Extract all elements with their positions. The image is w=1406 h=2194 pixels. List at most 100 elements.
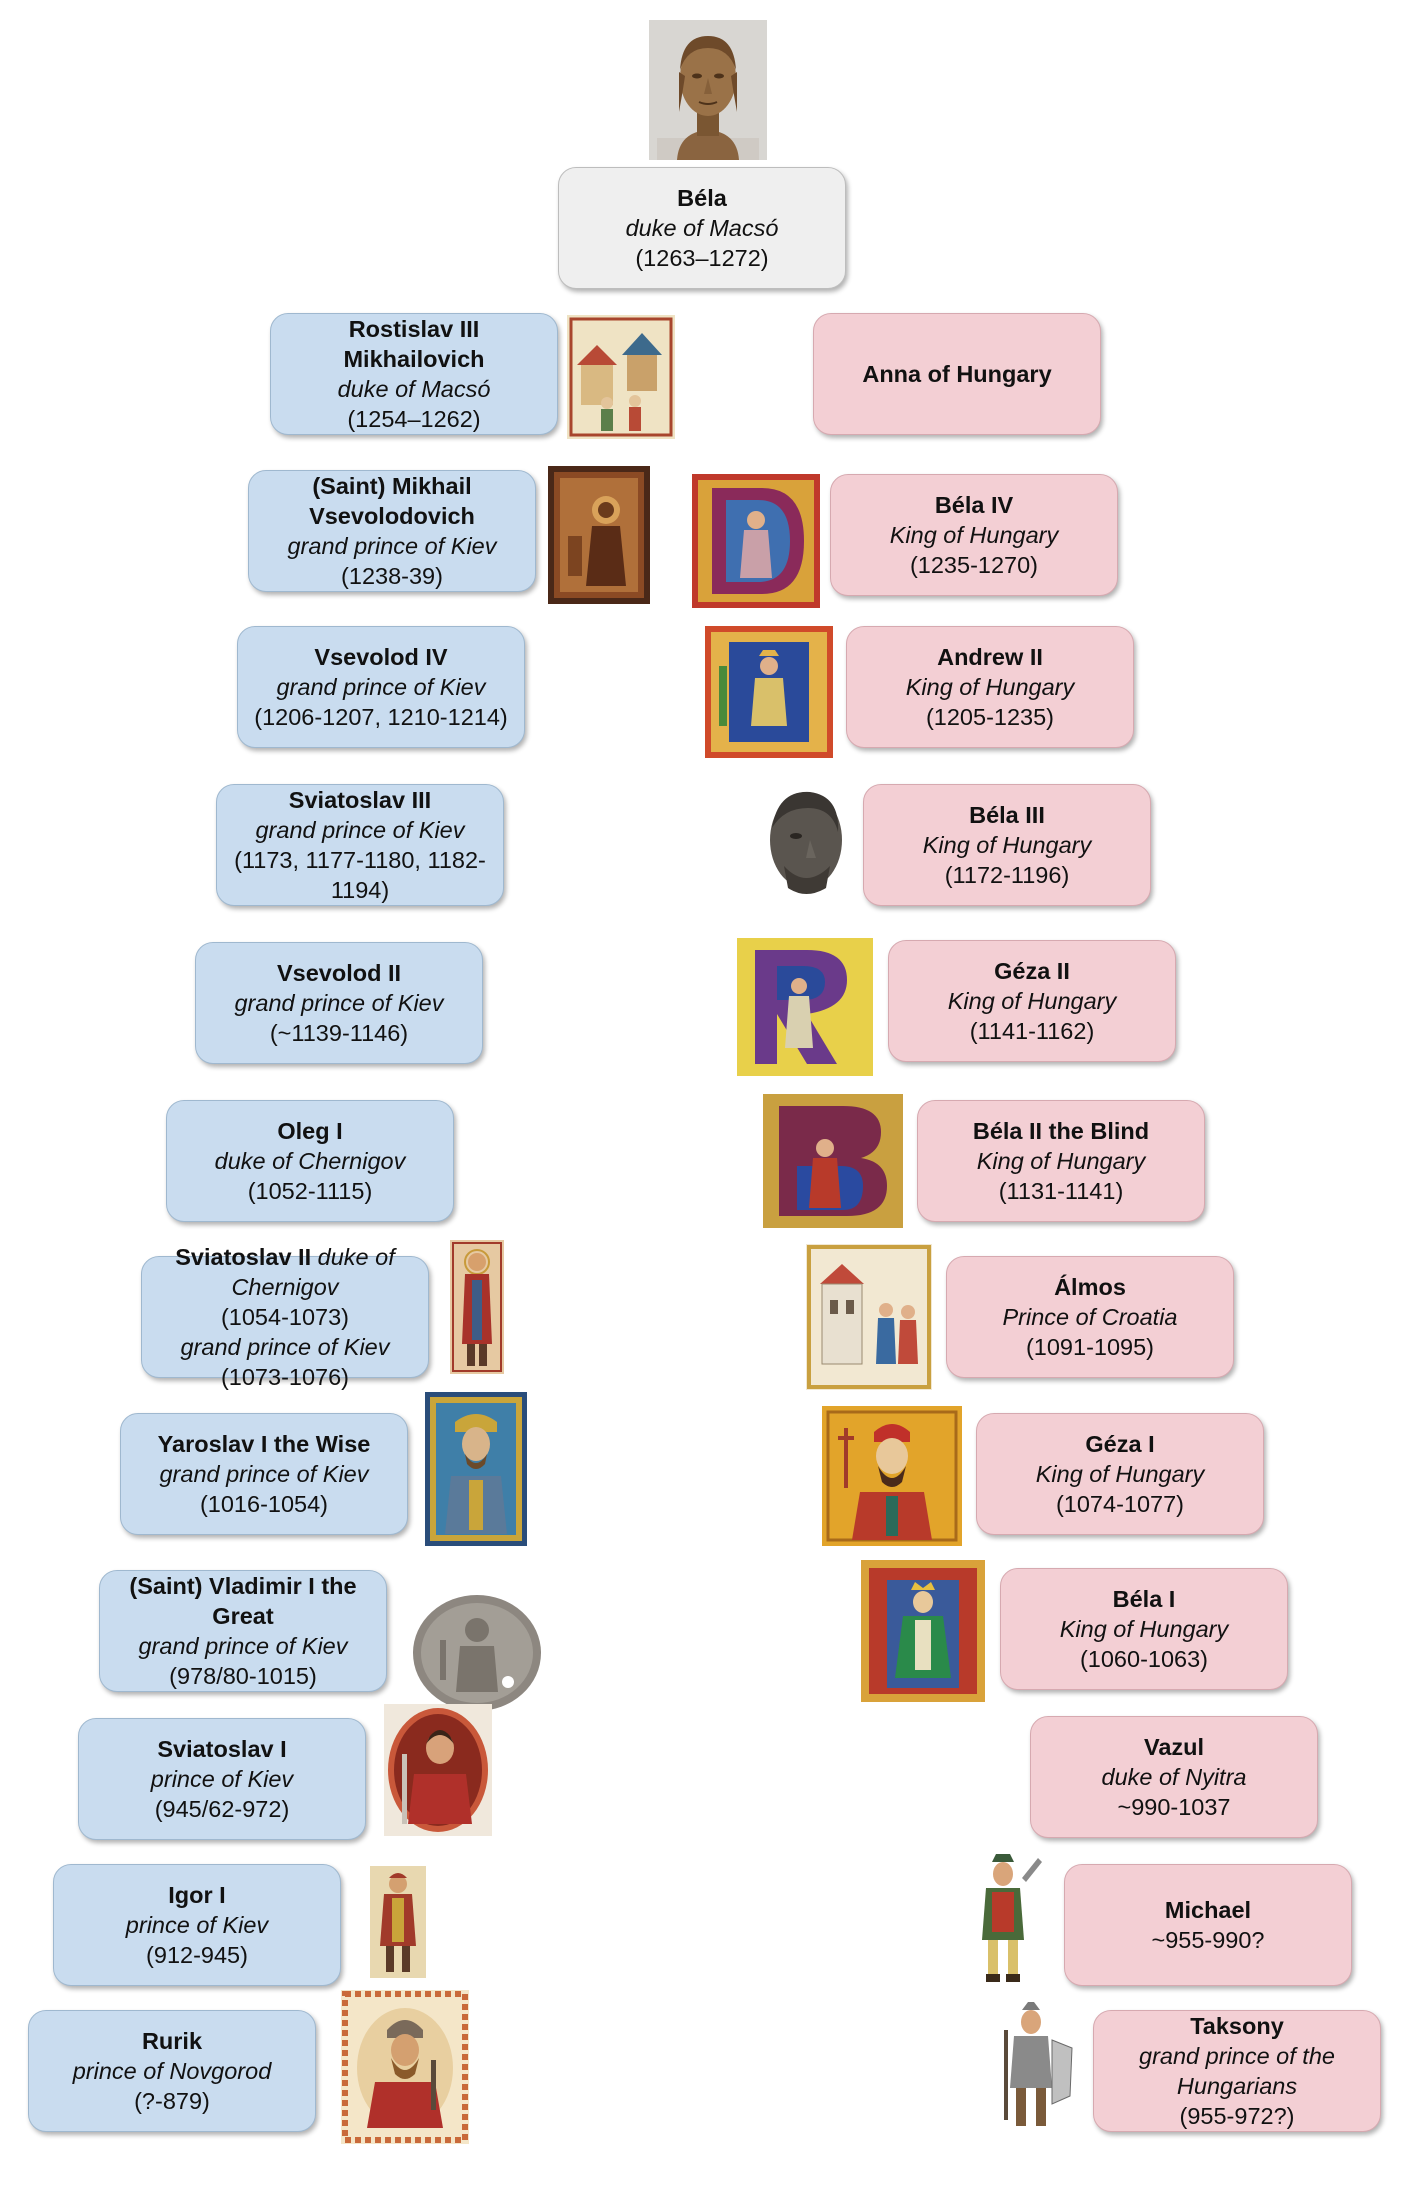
left-box-oleg-i: Oleg I duke of Chernigov (1052-1115): [166, 1100, 454, 1222]
left-box-sviatoslav-iii: Sviatoslav III grand prince of Kiev (117…: [216, 784, 504, 906]
person-name: Sviatoslav III: [288, 786, 432, 813]
right-box-anna-of-hungary: Anna of Hungary: [813, 313, 1101, 435]
left-box-sviatoslav-ii: Sviatoslav II duke of Chernigov (1054-10…: [141, 1244, 429, 1390]
person-name: Béla IV: [934, 491, 1014, 518]
right-box-almos: Álmos Prince of Croatia (1091-1095): [946, 1256, 1234, 1378]
person-dates: (1205-1235): [925, 704, 1055, 731]
enthroned-king-icon: [861, 1560, 985, 1702]
bela-i-enthroned-image: [861, 1560, 985, 1702]
right-box-andrew-ii: Andrew II King of Hungary (1205-1235): [846, 626, 1134, 748]
person-name-line: Sviatoslav II duke of Chernigov: [152, 1242, 418, 1302]
person-dates: (955-972?): [1179, 2103, 1295, 2130]
person-name: Géza I: [1085, 1430, 1155, 1457]
yaroslav-mosaic-image: [425, 1392, 527, 1546]
right-box-bela-i: Béla I King of Hungary (1060-1063): [1000, 1568, 1288, 1690]
person-name: Álmos: [1054, 1273, 1126, 1300]
person-title: grand prince of Kiev: [138, 1633, 348, 1659]
person-name: Béla II the Blind: [972, 1117, 1150, 1144]
silver-coin-icon: [408, 1590, 546, 1716]
bela-ii-initial-image: [763, 1094, 903, 1228]
person-title: King of Hungary: [922, 831, 1092, 858]
left-box-mikhail-vsevolodovich: (Saint) Mikhail Vsevolodovich grand prin…: [248, 470, 536, 592]
almos-miniature-image: [806, 1244, 932, 1390]
michael-warrior-image: [962, 1848, 1044, 1986]
person-dates: (~1139-1146): [269, 1020, 409, 1047]
person-dates: (1254–1262): [347, 406, 481, 433]
andrew-ii-initial-image: [705, 626, 833, 758]
person-title: prince of Kiev: [150, 1765, 294, 1792]
right-box-bela-iii: Béla III King of Hungary (1172-1196): [863, 784, 1151, 906]
person-name: Michael: [1164, 1896, 1252, 1923]
portrait-painting-icon: [384, 1704, 492, 1836]
illuminated-initial-icon: [737, 938, 873, 1076]
icon-painting-icon: [548, 466, 650, 604]
geza-ii-initial-image: [737, 938, 873, 1076]
right-box-geza-ii: Géza II King of Hungary (1141-1162): [888, 940, 1176, 1062]
right-box-bela-ii: Béla II the Blind King of Hungary (1131-…: [917, 1100, 1205, 1222]
person-dates: (912-945): [146, 1942, 248, 1969]
person-dates: (?-879): [134, 2088, 210, 2115]
person-dates: (1016-1054): [199, 1491, 329, 1518]
right-box-taksony: Taksony grand prince of the Hungarians (…: [1093, 2010, 1381, 2132]
person-title: duke of Macsó: [625, 214, 779, 241]
person-title: King of Hungary: [905, 673, 1075, 700]
person-name: Andrew II: [937, 643, 1043, 670]
person-title: King of Hungary: [889, 521, 1059, 548]
person-title-2: grand prince of Kiev: [180, 1334, 390, 1361]
person-name: Béla I: [1112, 1585, 1176, 1612]
person-title: grand prince of the Hungarians: [1139, 2042, 1335, 2099]
person-name: Sviatoslav I: [157, 1735, 287, 1762]
person-title: prince of Novgorod: [72, 2057, 272, 2084]
left-box-vsevolod-ii: Vsevolod II grand prince of Kiev (~1139-…: [195, 942, 483, 1064]
person-dates: (1172-1196): [944, 862, 1070, 889]
prince-figure-icon: [370, 1866, 426, 1978]
person-dates: (1238-39): [341, 563, 443, 590]
vladimir-coin-image: [408, 1590, 546, 1716]
chronicle-miniature-icon: [806, 1244, 932, 1390]
person-dates: (1235-1270): [909, 552, 1039, 579]
sviatoslav-ii-saint-image: [450, 1240, 504, 1374]
person-name: Sviatoslav II: [175, 1243, 312, 1270]
person-dates: (1263–1272): [635, 245, 769, 272]
person-name: Yaroslav I the Wise: [157, 1430, 371, 1457]
person-dates: (978/80-1015): [169, 1663, 317, 1690]
sculpted-head-icon: [758, 778, 852, 912]
person-title: grand prince of Kiev: [287, 533, 497, 559]
person-title: King of Hungary: [1035, 1460, 1205, 1487]
left-box-yaroslav-i: Yaroslav I the Wise grand prince of Kiev…: [120, 1413, 408, 1535]
person-title: grand prince of Kiev: [255, 816, 465, 843]
illuminated-initial-icon: [705, 626, 833, 758]
person-name: Rurik: [141, 2027, 203, 2054]
left-box-vladimir-i: (Saint) Vladimir I the Great grand princ…: [99, 1570, 387, 1692]
person-dates: (1074-1077): [1055, 1491, 1185, 1518]
person-title: grand prince of Kiev: [159, 1460, 369, 1487]
person-dates: (1052-1115): [247, 1178, 373, 1205]
person-name: Rostislav III Mikhailovich: [343, 315, 485, 372]
person-dates: ~955-990?: [1151, 1927, 1265, 1953]
left-box-vsevolod-iv: Vsevolod IV grand prince of Kiev (1206-1…: [237, 626, 525, 748]
person-dates: (1131-1141): [998, 1178, 1124, 1205]
person-dates-2: (1073-1076): [220, 1364, 350, 1391]
igor-i-figure-image: [370, 1866, 426, 1978]
person-name: Vsevolod II: [276, 959, 402, 986]
person-title: King of Hungary: [976, 1147, 1146, 1174]
warrior-figure-icon: [990, 2000, 1078, 2136]
left-box-sviatoslav-i: Sviatoslav I prince of Kiev (945/62-972): [78, 1718, 366, 1840]
left-box-rurik: Rurik prince of Novgorod (?-879): [28, 2010, 316, 2132]
illuminated-initial-icon: [763, 1094, 903, 1228]
person-dates: (945/62-972): [154, 1796, 290, 1823]
person-dates: (1060-1063): [1079, 1646, 1209, 1673]
person-name: Béla III: [969, 801, 1045, 828]
taksony-warrior-image: [990, 2000, 1078, 2136]
person-dates: (1173, 1177-1180, 1182-1194): [234, 847, 486, 904]
person-title: prince of Kiev: [125, 1911, 269, 1938]
person-title: Prince of Croatia: [1002, 1303, 1178, 1330]
person-title: King of Hungary: [947, 987, 1117, 1014]
person-name: Igor I: [168, 1881, 226, 1908]
person-title: duke of Chernigov: [214, 1147, 406, 1174]
person-name: Anna of Hungary: [862, 360, 1052, 387]
illuminated-initial-icon: [692, 474, 820, 608]
right-box-geza-i: Géza I King of Hungary (1074-1077): [976, 1413, 1264, 1535]
person-title: grand prince of Kiev: [234, 989, 444, 1016]
left-box-igor-i: Igor I prince of Kiev (912-945): [53, 1864, 341, 1986]
